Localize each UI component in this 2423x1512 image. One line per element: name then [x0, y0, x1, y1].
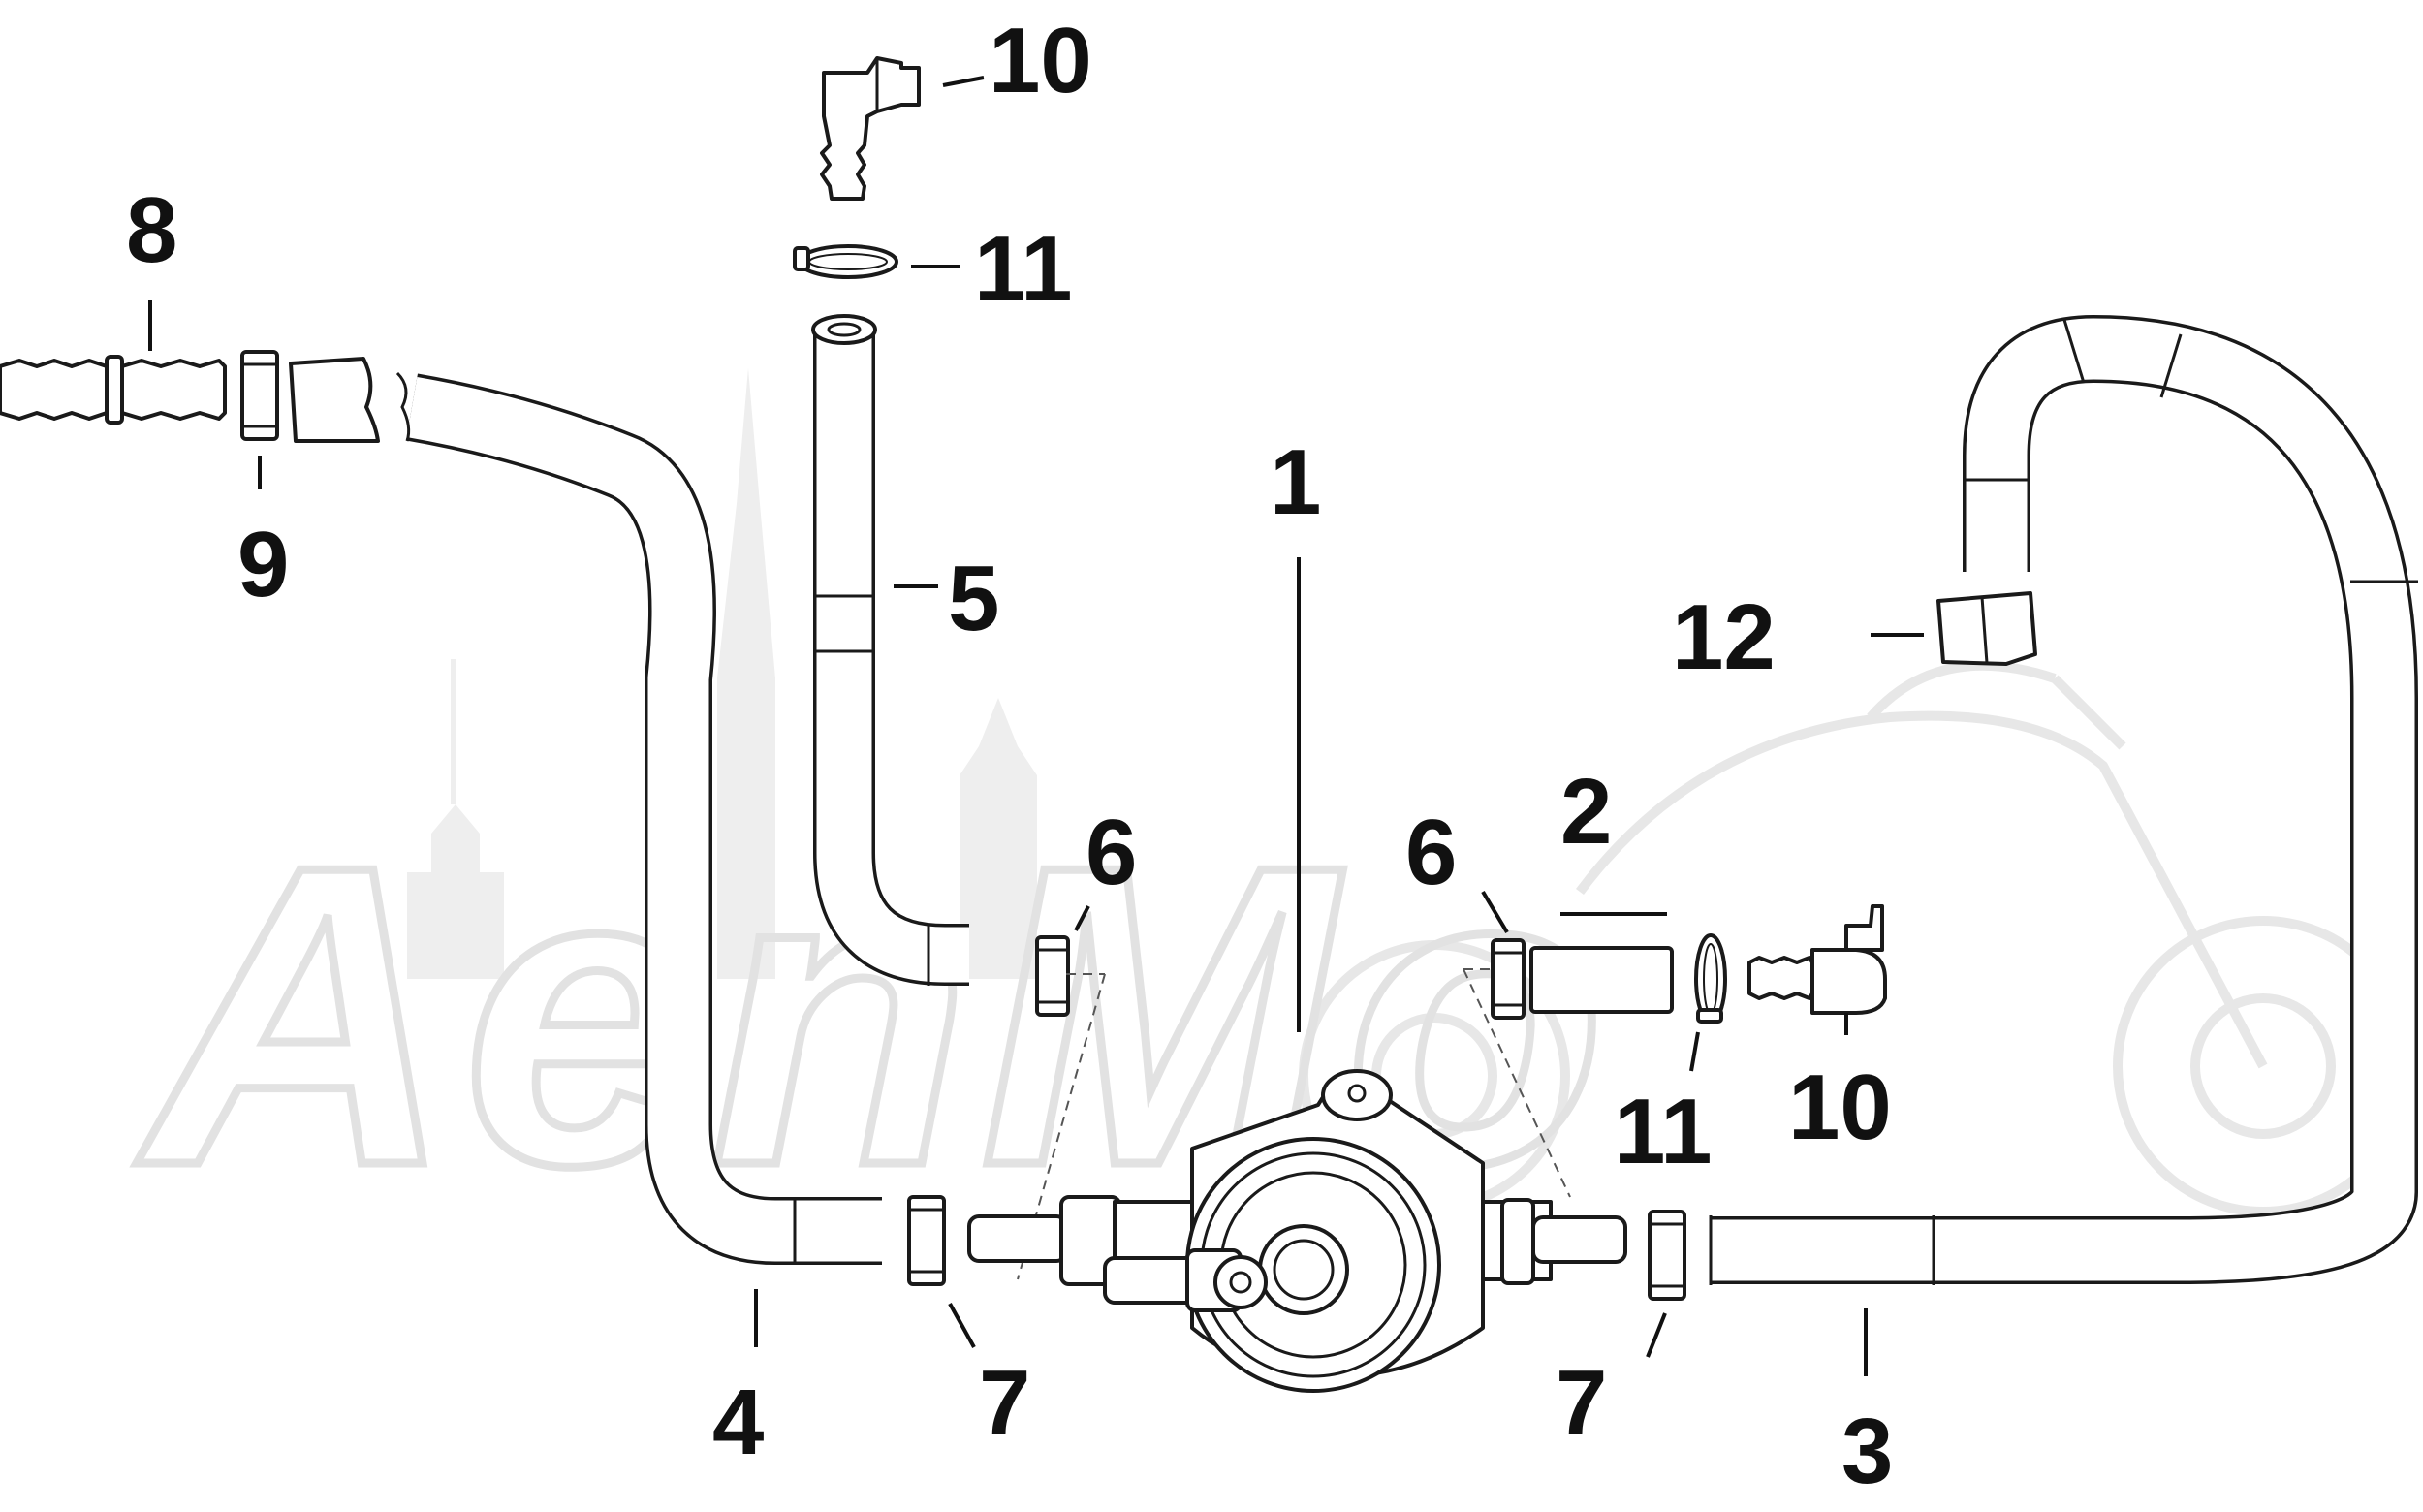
callout-6-right: 6 — [1405, 801, 1457, 904]
part-11-top-clamp — [793, 244, 898, 279]
part-4-hose — [289, 357, 882, 1265]
part-6-right-sleeve — [1491, 938, 1526, 1020]
part-3-hose — [1709, 315, 2418, 1285]
callout-10-top: 10 — [989, 9, 1092, 112]
part-9-sleeve — [240, 350, 279, 441]
part-7-left-sleeve — [907, 1195, 946, 1286]
part-10-right-elbow — [1747, 904, 1887, 1015]
part-8-barbed-connector — [0, 355, 227, 425]
callout-5: 5 — [948, 547, 999, 650]
part-6-left-sleeve — [1035, 935, 1070, 1017]
callout-10-right: 10 — [1788, 1055, 1892, 1159]
part-1-fuel-filter — [967, 968, 1627, 1393]
leader-lines — [148, 76, 1924, 1376]
callout-12: 12 — [1672, 585, 1776, 689]
callout-labels: 8 9 10 11 5 6 6 2 1 12 11 10 4 7 7 3 — [126, 9, 1893, 1503]
callout-6-left: 6 — [1086, 801, 1137, 904]
callout-11-right: 11 — [1614, 1080, 1712, 1183]
watermark-motorcycle — [1299, 660, 2413, 1216]
callout-4: 4 — [712, 1370, 764, 1474]
callout-1: 1 — [1270, 430, 1321, 534]
part-2-short-hose — [1529, 946, 1674, 1014]
part-7-right-sleeve — [1648, 1210, 1686, 1301]
callout-3: 3 — [1841, 1400, 1893, 1503]
callout-2: 2 — [1560, 760, 1612, 864]
callout-7-left: 7 — [979, 1351, 1030, 1455]
callout-9: 9 — [237, 513, 289, 616]
part-11-right-clamp — [1694, 933, 1727, 1024]
callout-7-right: 7 — [1556, 1351, 1607, 1455]
part-5-hose — [811, 314, 976, 986]
part-12-clamp — [1936, 591, 2037, 666]
part-10-top-elbow — [820, 56, 921, 201]
callout-11-top: 11 — [974, 217, 1072, 321]
watermark-skyline — [407, 368, 1037, 979]
callout-8: 8 — [126, 178, 177, 282]
